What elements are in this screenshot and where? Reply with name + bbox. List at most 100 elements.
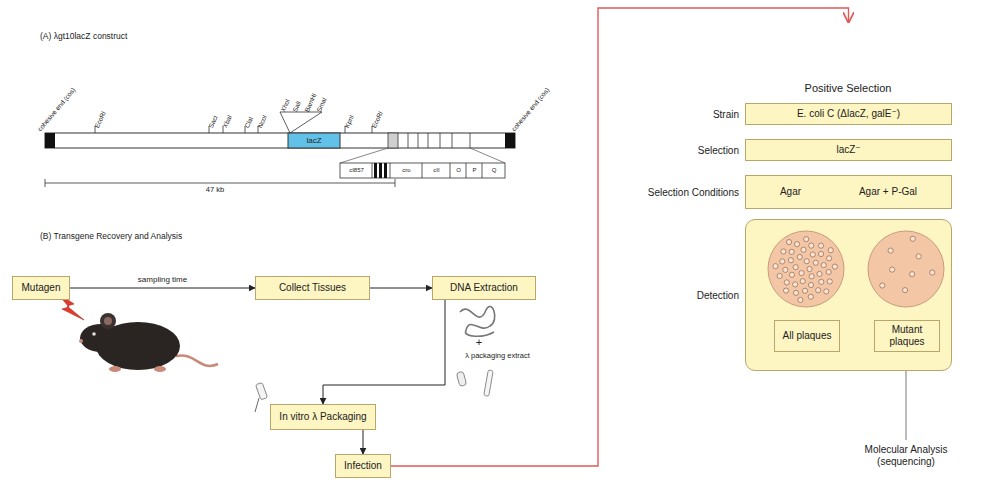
plaque-dot	[819, 279, 824, 284]
process-box: In vitro λ Packaging	[270, 404, 376, 430]
panel-title: (B) Transgene Recovery and Analysis	[40, 232, 182, 242]
gene-segment	[388, 133, 398, 148]
site-label: SacI	[207, 114, 219, 129]
box-label: Infection	[344, 460, 382, 472]
plaque-dot	[807, 266, 812, 271]
packaging-vials	[456, 370, 493, 396]
row-label: Detection	[697, 290, 739, 301]
site-label: EcoRI	[93, 110, 107, 129]
plaque-dot	[799, 270, 804, 275]
box-label: In vitro λ Packaging	[279, 411, 366, 423]
selection-box: AgarAgar + P-GalSelection Conditions	[745, 175, 952, 209]
box-label: Mutant plaques	[880, 324, 934, 348]
cos-end	[45, 133, 55, 148]
site-label: EcoRI	[370, 110, 384, 129]
gene-label: cro	[391, 164, 422, 177]
box-label: Mutagen	[22, 282, 61, 294]
zoom-lines	[340, 148, 505, 163]
inset-stripes	[374, 163, 387, 178]
plaque-dot	[793, 265, 798, 270]
plaque-dot	[786, 239, 791, 244]
construct-bar	[45, 133, 515, 148]
plaque-dot	[801, 247, 806, 252]
row-label: Strain	[713, 109, 739, 120]
inset-dividers	[372, 163, 482, 178]
plaque-dot	[816, 288, 821, 293]
plaque-dot	[781, 249, 786, 254]
inset-bar	[340, 163, 505, 178]
box-label: All plaques	[783, 330, 832, 342]
plaque-dot	[817, 271, 822, 276]
plaque-dot	[832, 264, 837, 269]
plus-sign: +	[471, 336, 487, 349]
site-label: NcoI	[256, 114, 268, 129]
plaque-dot	[793, 282, 798, 287]
plaque-dot	[777, 273, 782, 278]
flow-arrow	[70, 288, 255, 289]
plaque-dot	[809, 274, 814, 279]
leader-line	[906, 371, 907, 440]
process-box: Collect Tissues	[255, 276, 370, 300]
mouse	[79, 313, 218, 372]
process-box: Infection	[335, 454, 391, 478]
plaque-dot	[784, 280, 789, 285]
result-box: All plaques	[774, 320, 840, 352]
end-label: cohesive end (cos)	[510, 86, 551, 133]
plaque-dot	[818, 251, 823, 256]
plaque-dot	[880, 283, 885, 288]
plaque-dot	[783, 288, 788, 293]
box-label: Agar + P-Gal	[859, 186, 917, 198]
gene-label: Q	[483, 164, 505, 177]
plaque-dot	[821, 263, 826, 268]
reagent-label: λ packaging extract	[450, 352, 545, 361]
process-box: DNA Extraction	[432, 276, 536, 300]
plaque-dot	[888, 248, 893, 253]
box-label: E. coli C (ΔlacZ, galE⁻)	[797, 108, 900, 120]
result-box: Mutant plaques	[874, 320, 940, 352]
panel-title: (A) λgt10lacZ construct	[40, 32, 127, 42]
site-label: SmaI	[315, 96, 328, 113]
plaque-dot	[828, 248, 833, 253]
panel-heading: Positive Selection	[778, 82, 918, 95]
site-label: KpnI	[343, 114, 355, 129]
petri-dish	[768, 231, 844, 307]
plaque-dot	[794, 242, 799, 247]
plaque-dot	[910, 236, 915, 241]
plaque-dot	[800, 279, 805, 284]
gene-label: lacZ	[288, 134, 340, 147]
plaque-dot	[890, 267, 895, 272]
flow-arrow	[323, 300, 445, 404]
plaque-dot	[789, 249, 794, 254]
site-ticks	[95, 112, 372, 133]
plaque-dot	[789, 272, 794, 277]
segment-dividers	[408, 133, 470, 148]
plaque-dot	[810, 252, 815, 257]
plaque-dot	[826, 256, 831, 261]
plaque-dot	[827, 279, 832, 284]
plaque-dot	[813, 260, 818, 265]
detection-panel: DetectionAll plaquesMutant plaques	[745, 219, 952, 371]
plaque-dot	[910, 272, 915, 277]
row-label: Selection	[698, 145, 739, 156]
process-box: Mutagen	[12, 276, 70, 300]
plaque-dot	[826, 269, 831, 274]
site-label: ClaI	[243, 116, 255, 130]
box-label: DNA Extraction	[450, 282, 518, 294]
plaque-dot	[793, 290, 798, 295]
gene-label: O	[451, 164, 466, 177]
plaque-dot	[798, 297, 803, 302]
gene-label: P	[467, 164, 482, 177]
site-label: XbaI	[221, 114, 233, 129]
box-label: Agar	[780, 186, 801, 198]
pipette	[255, 382, 268, 412]
cos-end	[505, 133, 515, 148]
plaque-dot	[808, 282, 813, 287]
dimension-label: 47 kb	[190, 186, 240, 195]
petri-dish	[868, 231, 944, 307]
result-label: Molecular Analysis (sequencing)	[836, 444, 976, 467]
plaque-dot	[780, 259, 785, 264]
end-label: cohesive end (cos)	[36, 86, 77, 133]
dna-icon	[460, 306, 495, 336]
row-label: Selection Conditions	[648, 187, 739, 198]
flow-arrow	[370, 288, 432, 289]
